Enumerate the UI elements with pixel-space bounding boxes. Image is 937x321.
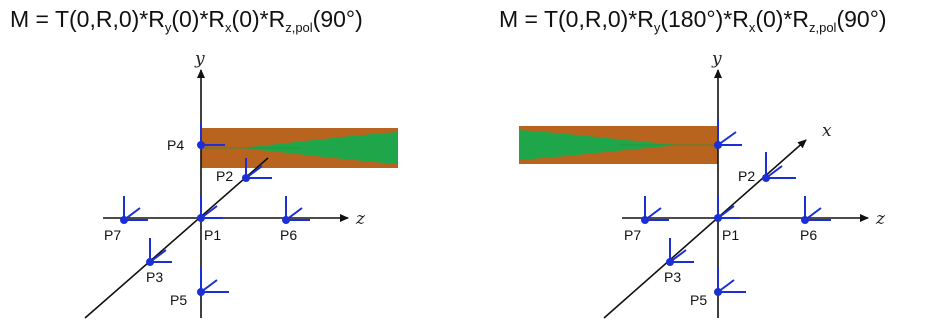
- title-right: M = T(0,R,0)*Ry(180°)*Rx(0)*Rz,pol(90°): [499, 6, 887, 35]
- point-p3: [146, 258, 154, 266]
- label-p3: P3: [664, 269, 681, 285]
- label-p2: P2: [216, 168, 233, 184]
- label-p3: P3: [146, 269, 163, 285]
- frame-p5: [200, 268, 229, 293]
- point-p5: [197, 288, 205, 296]
- label-p7: P7: [104, 227, 121, 243]
- frame-p5: [717, 268, 746, 293]
- strip-orange-part: [201, 128, 398, 168]
- point-p6: [282, 216, 290, 224]
- label-p5: P5: [690, 292, 707, 308]
- frame-p4: [717, 120, 742, 146]
- left-diagram: y z P1 P2 P3 P4 P5 P6 P7: [84, 49, 398, 319]
- frame-p6: [285, 196, 310, 221]
- left-y-label: y: [194, 49, 205, 69]
- point-p6: [801, 216, 809, 224]
- title-left: M = T(0,R,0)*Ry(0)*Rx(0)*Rz,pol(90°): [10, 6, 363, 35]
- right-x-label: x: [822, 121, 832, 141]
- point-p7: [641, 216, 649, 224]
- frame-p2: [765, 152, 796, 179]
- point-p5: [714, 288, 722, 296]
- left-z-label: z: [355, 209, 366, 229]
- label-p6: P6: [280, 227, 297, 243]
- point-p4: [197, 141, 205, 149]
- right-diagram: y z x P1 P2 P3 P5 P6 P7: [519, 49, 886, 319]
- point-p2: [242, 174, 250, 182]
- point-p4: [714, 141, 722, 149]
- point-p7: [120, 216, 128, 224]
- right-x-axis: [603, 139, 807, 319]
- label-p5: P5: [170, 292, 187, 308]
- right-z-label: z: [875, 209, 886, 229]
- left-points: [120, 141, 290, 296]
- label-p4: P4: [167, 137, 184, 153]
- frame-p7: [123, 196, 148, 221]
- strip-orange-part: [519, 126, 718, 164]
- point-p1: [714, 214, 722, 222]
- label-p7: P7: [624, 227, 641, 243]
- label-p1: P1: [204, 227, 221, 243]
- right-y-label: y: [711, 49, 722, 69]
- label-p6: P6: [800, 227, 817, 243]
- point-p3: [666, 258, 674, 266]
- frame-p7: [644, 196, 669, 221]
- point-p2: [762, 174, 770, 182]
- left-x-axis: [84, 157, 269, 319]
- right-points: [641, 141, 809, 296]
- label-p1: P1: [722, 227, 739, 243]
- frame-p6: [804, 196, 831, 221]
- left-strip: [201, 128, 398, 168]
- point-p1: [197, 214, 205, 222]
- label-p2: P2: [738, 168, 755, 184]
- right-strip: [519, 126, 718, 164]
- frame-p3: [149, 238, 172, 263]
